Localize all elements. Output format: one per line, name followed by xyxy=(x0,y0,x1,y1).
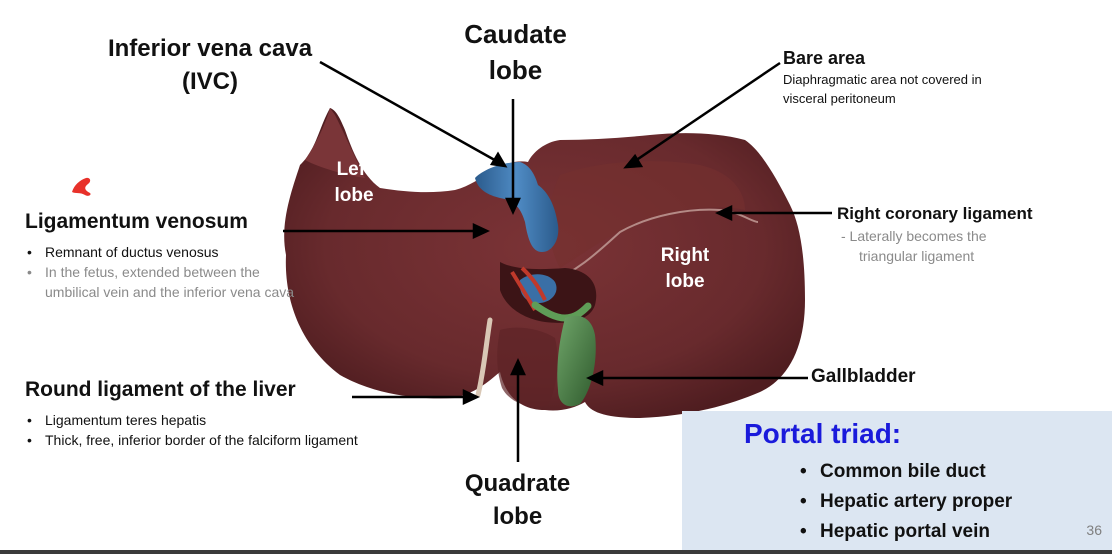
bare-area-desc-1: Diaphragmatic area not covered in xyxy=(783,72,982,87)
lig-venosum-title: Ligamentum venosum xyxy=(25,210,248,233)
page-number: 36 xyxy=(1086,522,1102,538)
lig-venosum-bullets: Remnant of ductus venosus In the fetus, … xyxy=(25,242,315,302)
portal-triad-item-2: Hepatic artery proper xyxy=(798,487,1012,517)
label-caudate-line2: lobe xyxy=(488,55,543,85)
label-right-coronary-ligament: Right coronary ligament - Laterally beco… xyxy=(837,202,1097,266)
round-ligament-bullet-2: Thick, free, inferior border of the falc… xyxy=(25,430,370,450)
left-lobe-line1: Left xyxy=(336,159,372,180)
bottom-rule xyxy=(0,550,1112,554)
arrow-bare-area xyxy=(631,61,781,165)
arrow-caudate-head xyxy=(505,197,521,215)
label-ivc: Inferior vena cava (IVC) xyxy=(100,32,320,98)
label-ivc-line1: Inferior vena cava xyxy=(107,35,313,62)
label-caudate-lobe: Caudate lobe xyxy=(448,16,583,88)
portal-triad-title: Portal triad: xyxy=(744,418,902,449)
label-quadrate-line1: Quadrate xyxy=(464,470,571,497)
bare-area-desc-2: visceral peritoneum xyxy=(783,91,896,106)
arrow-gallbladder-head xyxy=(586,370,604,386)
red-annotation-mark xyxy=(72,177,91,196)
left-lobe-line2: lobe xyxy=(334,185,374,206)
arrow-ivc-head xyxy=(489,151,508,168)
right-coronary-desc-1: - Laterally becomes the xyxy=(841,228,987,244)
right-coronary-title: Right coronary ligament xyxy=(837,204,1033,223)
portal-triad-item-1: Common bile duct xyxy=(798,457,1012,487)
label-ligamentum-venosum: Ligamentum venosum Remnant of ductus ven… xyxy=(25,208,315,302)
label-caudate-line1: Caudate xyxy=(464,19,567,49)
label-left-lobe: Left lobe xyxy=(318,157,390,209)
lig-venosum-bullet-2: In the fetus, extended between the umbil… xyxy=(25,262,315,302)
arrow-bare-area-head xyxy=(623,153,644,169)
portal-triad-box: Portal triad: Common bile duct Hepatic a… xyxy=(682,411,1112,550)
label-ivc-line2: (IVC) xyxy=(182,68,238,95)
right-lobe-line1: Right xyxy=(660,245,710,266)
arrow-lig-venosum-head xyxy=(472,223,490,239)
ivc-vessel xyxy=(475,162,559,252)
label-quadrate-lobe: Quadrate lobe xyxy=(445,467,590,533)
portal-triad-item-3: Hepatic portal vein xyxy=(798,517,1012,547)
label-bare-area: Bare area Diaphragmatic area not covered… xyxy=(783,46,982,108)
lig-venosum-bullet-1: Remnant of ductus venosus xyxy=(25,242,315,262)
right-lobe-line2: lobe xyxy=(665,271,705,292)
round-ligament-bullets: Ligamentum teres hepatis Thick, free, in… xyxy=(25,410,370,450)
label-right-lobe: Right lobe xyxy=(645,243,725,295)
left-lobe-tip xyxy=(305,108,365,178)
quadrate-lobe-shape xyxy=(497,327,558,407)
arrow-ivc xyxy=(319,60,501,165)
label-gallbladder: Gallbladder xyxy=(811,366,916,387)
arrow-round-lig-head xyxy=(462,389,480,405)
portal-triad-list: Common bile duct Hepatic artery proper H… xyxy=(798,457,1012,547)
round-ligament xyxy=(475,317,493,398)
coronary-ligament-line xyxy=(544,208,759,286)
right-coronary-desc-2: triangular ligament xyxy=(859,248,975,264)
arrow-quadrate-head xyxy=(510,358,526,376)
arrow-coronary-head xyxy=(715,205,733,221)
bare-area-title: Bare area xyxy=(783,48,866,68)
round-ligament-bullet-1: Ligamentum teres hepatis xyxy=(25,410,370,430)
round-ligament-title: Round ligament of the liver xyxy=(25,378,296,401)
bare-area-patch xyxy=(548,161,745,268)
label-round-ligament: Round ligament of the liver Ligamentum t… xyxy=(25,376,385,450)
gallbladder xyxy=(557,315,596,407)
label-quadrate-line2: lobe xyxy=(492,503,543,530)
